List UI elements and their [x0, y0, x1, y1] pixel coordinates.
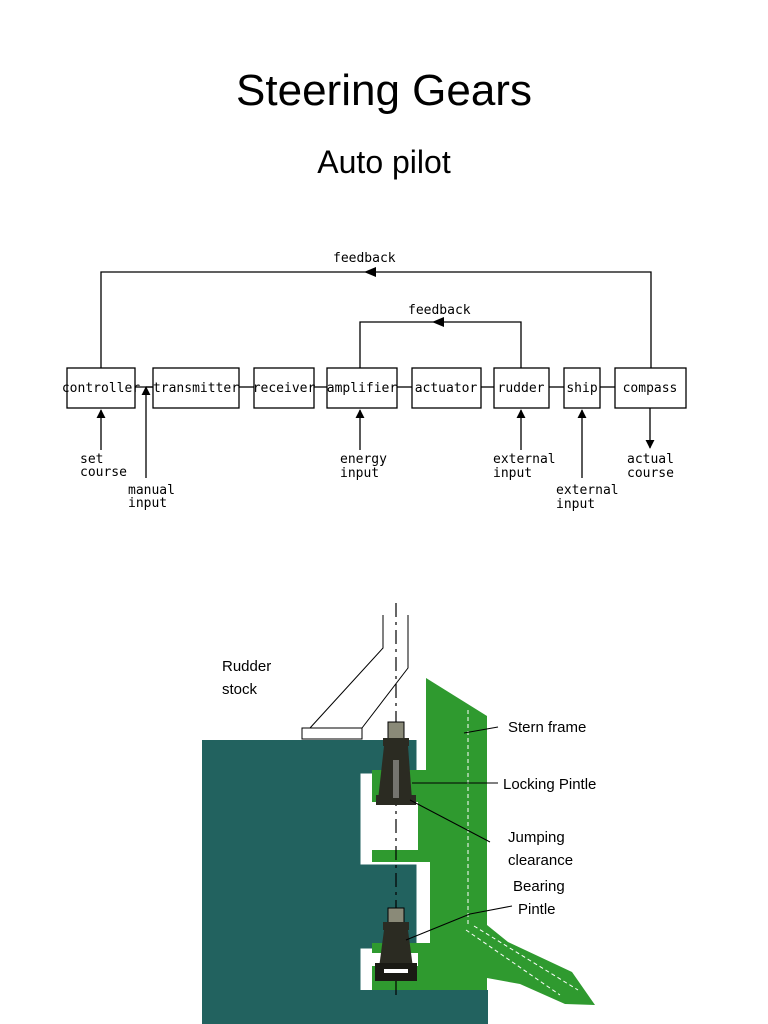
feedback-outer-line	[100, 271, 652, 368]
block-controller-label: controller	[62, 381, 140, 396]
block-compass: compass	[614, 367, 687, 409]
block-controller: controller	[62, 367, 140, 409]
stern-frame-label: Stern frame	[508, 719, 586, 736]
rudder-pintle-diagram: Rudder stock Stern frame Locking Pintle …	[202, 603, 596, 1024]
jumping-clearance-label: Jumping clearance	[508, 829, 573, 869]
feedback-inner-label: feedback	[408, 303, 471, 318]
autopilot-block-diagram: feedback feedback controller transmitter…	[62, 251, 687, 512]
block-rudder: rudder	[493, 367, 550, 409]
energy-input-label: energy input	[340, 452, 395, 481]
feedback-inner-arrowhead	[432, 317, 444, 327]
block-rudder-label: rudder	[498, 381, 545, 396]
block-ship-label: ship	[566, 381, 597, 396]
set-course-label: set course	[80, 452, 127, 480]
rudder-body	[202, 740, 488, 1024]
block-actuator-label: actuator	[415, 381, 478, 396]
block-transmitter-label: transmitter	[153, 381, 239, 396]
feedback-outer-arrowhead	[364, 267, 376, 277]
rudder-stock-label: Rudder stock	[222, 658, 275, 698]
block-actuator: actuator	[411, 367, 482, 409]
external-input-ship-label: external input	[556, 483, 626, 512]
leader-lines	[405, 726, 513, 941]
bearing-pintle-label: Bearing Pintle	[513, 878, 569, 918]
actual-course-label: actual course	[627, 452, 682, 481]
block-receiver-label: receiver	[253, 381, 316, 396]
bearing-pintle	[375, 907, 417, 981]
block-receiver: receiver	[253, 367, 316, 409]
manual-input-label: manual input	[128, 483, 183, 511]
rudder-stock	[309, 615, 409, 729]
stern-frame	[372, 678, 595, 1005]
locking-pintle-label: Locking Pintle	[503, 776, 596, 793]
block-ship: ship	[563, 367, 601, 409]
external-input-rudder-label: external input	[493, 452, 563, 481]
block-amplifier: amplifier	[326, 367, 398, 409]
feedback-inner-line	[359, 321, 522, 368]
stern-frame-dashes	[465, 710, 579, 996]
locking-pintle	[376, 721, 416, 805]
block-amplifier-label: amplifier	[327, 381, 398, 396]
slide-subtitle: Auto pilot	[317, 144, 451, 180]
block-compass-label: compass	[623, 381, 678, 396]
rudder-stock-flange	[301, 727, 363, 740]
slide-title: Steering Gears	[236, 66, 532, 115]
feedback-outer-label: feedback	[333, 251, 396, 266]
block-transmitter: transmitter	[152, 367, 240, 409]
